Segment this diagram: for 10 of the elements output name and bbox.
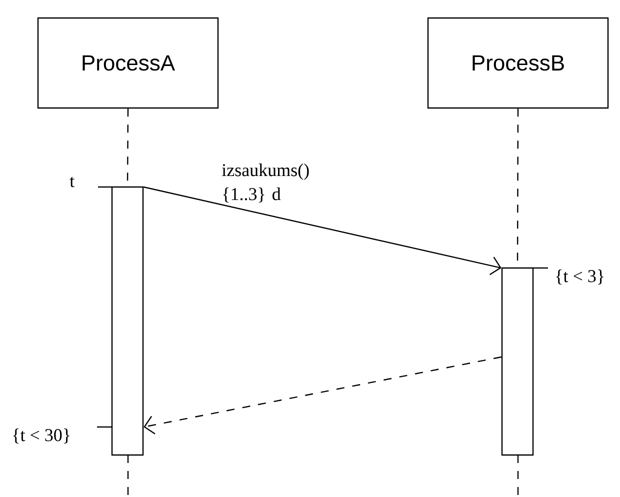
activation-bar (501, 267, 534, 456)
return-arrow (144, 356, 502, 434)
activation-bar (111, 186, 144, 456)
edge-label: izsaukums() {1..3} d (222, 164, 309, 202)
constraint-label: {t < 30} (13, 428, 70, 444)
constraint-label: t (70, 176, 74, 188)
process-box: ProcessA (37, 17, 219, 109)
constraint-label: {t < 3} (556, 270, 604, 284)
message-arrow (143, 186, 502, 276)
process-box: ProcessB (427, 17, 609, 109)
